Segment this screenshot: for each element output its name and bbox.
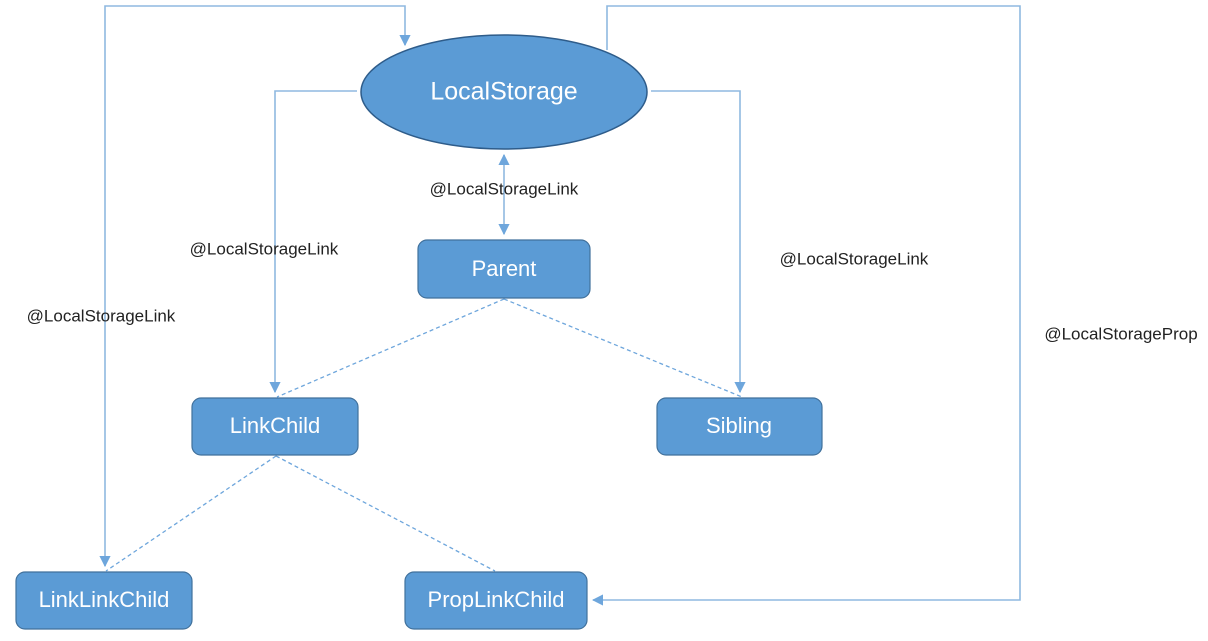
link-child-label: LinkChild <box>230 413 321 438</box>
edge-label-storage-to-prop-link-child: @LocalStorageProp <box>1044 324 1197 343</box>
node-sibling[interactable]: Sibling <box>656 397 823 456</box>
node-parent[interactable]: Parent <box>417 239 591 299</box>
edge-label-storage-to-parent: @LocalStorageLink <box>430 179 579 198</box>
parent-box[interactable] <box>417 239 591 299</box>
edge-path-local-storage-to-sibling <box>651 90 746 394</box>
edge-parent-to-link-child <box>276 298 505 398</box>
edge-path-parent-to-link-child <box>276 298 505 398</box>
edge-path-local-storage-to-link-link-child <box>99 5 411 568</box>
edge-local-storage-to-link-child <box>269 90 357 394</box>
prop-link-child-label: PropLinkChild <box>428 587 565 612</box>
edge-parent-to-sibling <box>503 298 743 398</box>
edge-path-local-storage-to-prop-link-child <box>591 5 1021 606</box>
edge-label-storage-to-link-child: @LocalStorageLink <box>190 239 339 258</box>
edge-link-child-to-prop-link-child <box>275 455 496 572</box>
edge-label-storage-to-link-link-child: @LocalStorageLink <box>27 306 176 325</box>
edge-local-storage-to-link-link-child <box>99 5 411 568</box>
link-link-child-label: LinkLinkChild <box>39 587 170 612</box>
link-link-child-box[interactable] <box>15 571 193 630</box>
edge-path-local-storage-to-link-child <box>269 90 357 394</box>
prop-link-child-box[interactable] <box>404 571 588 630</box>
edge-link-child-to-link-link-child <box>105 455 277 572</box>
node-local-storage[interactable]: LocalStorage <box>360 34 648 150</box>
link-child-box[interactable] <box>191 397 359 456</box>
sibling-label: Sibling <box>706 413 772 438</box>
node-link-link-child[interactable]: LinkLinkChild <box>15 571 193 630</box>
parent-label: Parent <box>472 256 537 281</box>
edge-label-storage-to-sibling: @LocalStorageLink <box>780 249 929 268</box>
node-link-child[interactable]: LinkChild <box>191 397 359 456</box>
sibling-box[interactable] <box>656 397 823 456</box>
local-storage-label: LocalStorage <box>430 78 577 106</box>
edge-path-link-child-to-link-link-child <box>105 455 277 572</box>
edge-local-storage-to-sibling <box>651 90 746 394</box>
edge-path-link-child-to-prop-link-child <box>275 455 496 572</box>
edge-local-storage-to-prop-link-child <box>591 5 1021 606</box>
node-prop-link-child[interactable]: PropLinkChild <box>404 571 588 630</box>
edge-path-parent-to-sibling <box>503 298 743 398</box>
local-storage-ellipse[interactable] <box>360 34 648 150</box>
